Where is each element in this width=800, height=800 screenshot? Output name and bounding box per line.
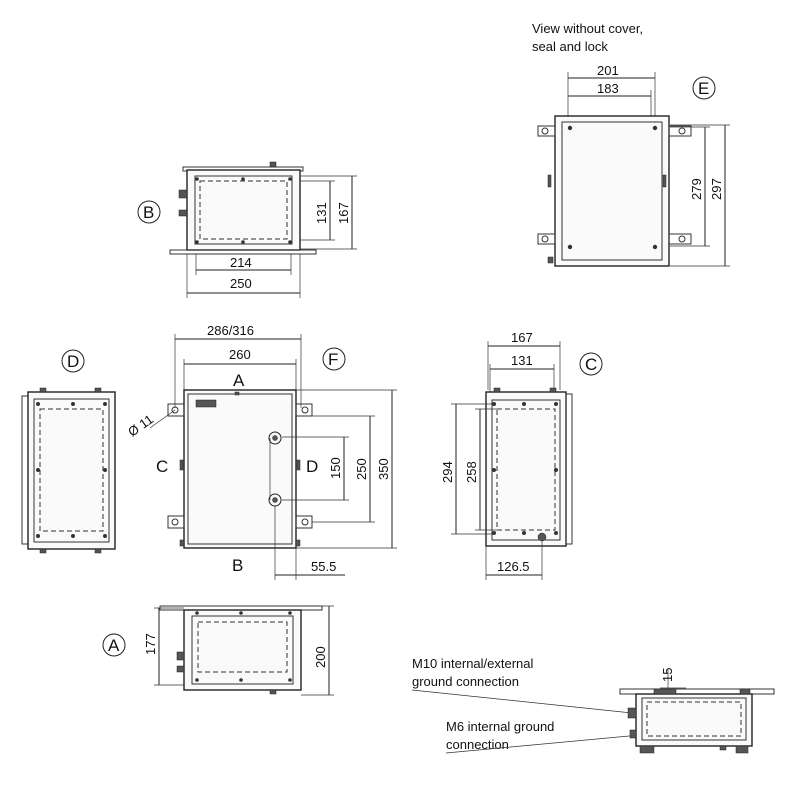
note-view-without-cover-2: seal and lock	[532, 39, 608, 54]
dim-front-offset: 55.5	[311, 559, 336, 574]
dim-e-inner-width: 183	[597, 81, 619, 96]
view-b: B 131 167 214 250	[137, 161, 357, 298]
dim-e-outer-width: 201	[597, 63, 619, 78]
note-m6-1: M6 internal ground	[446, 719, 554, 734]
side-letter-right: D	[306, 457, 318, 476]
dim-c-outer-width: 167	[511, 330, 533, 345]
side-letter-top: A	[233, 371, 245, 390]
view-front: 286/316 260 A B C D Ø 11	[125, 323, 397, 580]
dim-c-inner-width: 131	[511, 353, 533, 368]
dim-b-inner-height: 131	[314, 202, 329, 224]
dim-a-outer-height: 200	[313, 646, 328, 668]
view-e-marker	[692, 76, 716, 100]
dim-b-outer-width: 250	[230, 276, 252, 291]
note-m10-1: M10 internal/external	[412, 656, 534, 671]
view-ground-detail: M10 internal/external ground connection …	[411, 656, 775, 754]
dim-b-inner-width: 214	[230, 255, 252, 270]
dim-front-total-width: 286/316	[207, 323, 254, 338]
dim-b-outer-height: 167	[336, 202, 351, 224]
dim-front-mount-spacing: 250	[354, 458, 369, 480]
dim-c-inner-height: 258	[464, 461, 479, 483]
view-label-c: C	[585, 355, 597, 374]
side-letter-left: C	[156, 457, 168, 476]
dim-front-width: 260	[229, 347, 251, 362]
dim-c-offset: 126.5	[497, 559, 530, 574]
dim-front-hole: Ø 11	[125, 412, 156, 440]
view-label-a: A	[108, 636, 120, 655]
dim-front-hole-spacing: 150	[328, 457, 343, 479]
note-m10-2: ground connection	[412, 674, 519, 689]
view-label-b: B	[143, 203, 154, 222]
view-label-d: D	[67, 352, 79, 371]
view-a: A 177 200	[102, 605, 334, 696]
view-label-e: E	[698, 79, 709, 98]
dim-c-outer-height: 294	[440, 461, 455, 483]
view-d: D	[21, 349, 116, 554]
dim-ground-offset: 15	[660, 668, 675, 682]
view-label-f: F	[328, 350, 338, 369]
dim-e-inner-height: 279	[689, 178, 704, 200]
view-c: C 167 131 294 258	[440, 330, 603, 580]
note-view-without-cover-1: View without cover,	[532, 21, 643, 36]
note-m6-2: connection	[446, 737, 509, 752]
dim-a-inner-height: 177	[143, 633, 158, 655]
view-e: View without cover, seal and lock 201 18…	[532, 21, 730, 267]
dim-front-height: 350	[376, 458, 391, 480]
dim-e-outer-height: 297	[709, 178, 724, 200]
side-letter-bottom: B	[232, 556, 243, 575]
